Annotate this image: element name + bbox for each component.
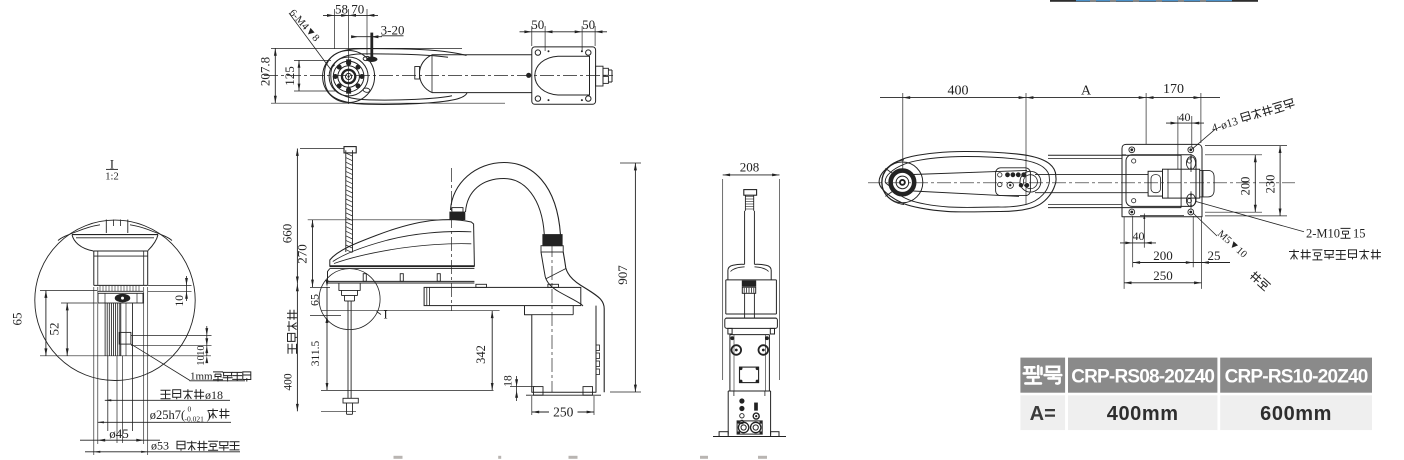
svg-text:I: I — [110, 157, 114, 171]
svg-text:250: 250 — [1153, 268, 1173, 283]
svg-text:40: 40 — [1179, 110, 1191, 124]
svg-text:200: 200 — [1239, 177, 1253, 196]
svg-text:18: 18 — [503, 375, 515, 387]
svg-text:52: 52 — [47, 323, 62, 336]
svg-text:50: 50 — [531, 17, 544, 32]
svg-text:-0.021: -0.021 — [185, 415, 205, 424]
svg-text:208: 208 — [740, 160, 760, 175]
svg-text:ø53: ø53 — [151, 438, 169, 452]
svg-text:25: 25 — [1208, 248, 1221, 263]
svg-text:600mm: 600mm — [1260, 403, 1332, 425]
svg-text:170: 170 — [1163, 82, 1184, 97]
svg-text:10: 10 — [196, 355, 207, 366]
svg-text:A: A — [1081, 83, 1092, 98]
svg-text:311.5: 311.5 — [310, 341, 322, 367]
svg-text:58: 58 — [335, 2, 348, 17]
svg-text:660: 660 — [280, 224, 295, 244]
svg-text:I: I — [384, 308, 388, 322]
svg-text:400: 400 — [948, 83, 969, 98]
svg-text:2-M10: 2-M10 — [1306, 227, 1340, 241]
svg-text:10: 10 — [174, 295, 186, 307]
svg-text:ø45: ø45 — [109, 426, 129, 441]
svg-text:200: 200 — [1153, 248, 1173, 263]
svg-text:3-20: 3-20 — [381, 22, 405, 37]
svg-text:65: 65 — [10, 313, 25, 326]
svg-text:15: 15 — [1353, 227, 1366, 241]
svg-text:125: 125 — [282, 66, 297, 86]
svg-text:230: 230 — [1264, 175, 1278, 194]
svg-text:50: 50 — [582, 17, 595, 32]
svg-text:40: 40 — [1133, 229, 1145, 243]
svg-text:400mm: 400mm — [1107, 403, 1179, 425]
svg-text:): ) — [207, 408, 211, 422]
svg-text:250: 250 — [553, 404, 574, 419]
svg-text:270: 270 — [295, 244, 310, 264]
svg-text:342: 342 — [474, 345, 488, 364]
svg-text:1:2: 1:2 — [105, 171, 118, 182]
svg-text:ø18: ø18 — [205, 388, 223, 402]
svg-text:CRP-RS08-20Z40: CRP-RS08-20Z40 — [1071, 366, 1214, 387]
svg-text:A=: A= — [1030, 403, 1056, 425]
svg-text:70: 70 — [351, 2, 364, 17]
svg-text:400: 400 — [283, 373, 295, 391]
svg-text:ø25h7(: ø25h7( — [150, 408, 185, 422]
svg-text:907: 907 — [615, 265, 630, 285]
svg-text:65: 65 — [308, 294, 322, 306]
svg-text:1mm: 1mm — [190, 370, 213, 382]
svg-text:0: 0 — [188, 405, 192, 414]
svg-text:10: 10 — [196, 345, 207, 356]
svg-text:207.8: 207.8 — [258, 57, 273, 86]
svg-text:CRP-RS10-20Z40: CRP-RS10-20Z40 — [1225, 366, 1368, 387]
